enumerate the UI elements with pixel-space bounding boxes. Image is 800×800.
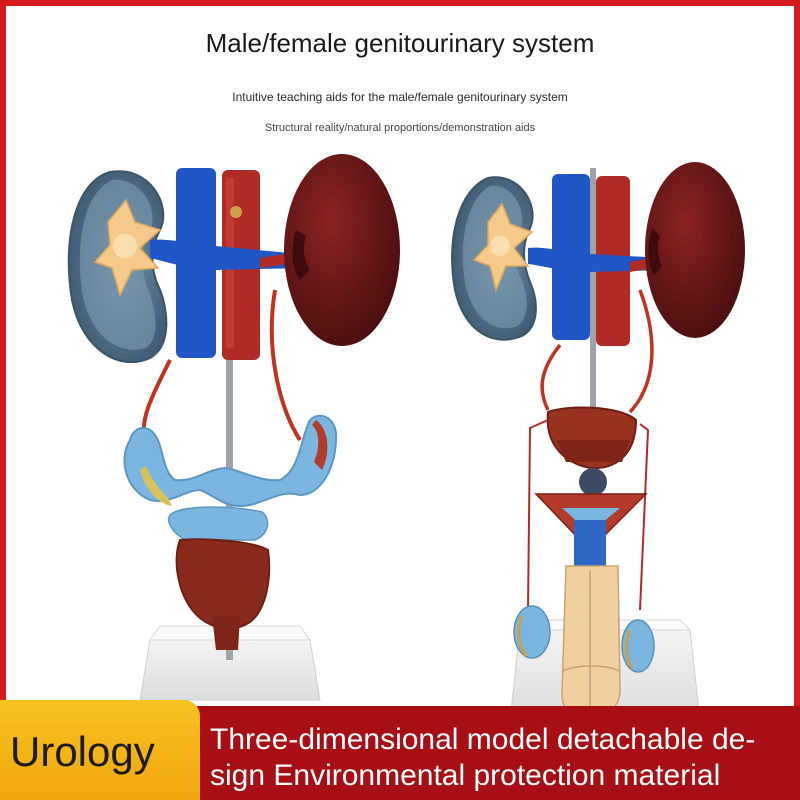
female-red-kidney	[284, 154, 400, 346]
male-right-ureter	[628, 289, 654, 414]
male-bladder	[546, 406, 638, 496]
male-left-vas-deferens	[527, 419, 549, 611]
female-cut-kidney	[67, 170, 168, 364]
tagline: Structural reality/natural proportions/d…	[264, 122, 536, 134]
category-badge	[0, 700, 200, 800]
feature-description: Three-dimensional model detachable de-si…	[210, 723, 756, 792]
male-left-ureter	[540, 343, 562, 411]
category-badge-label: Urology	[10, 728, 155, 775]
male-cut-kidney	[451, 176, 537, 341]
male-vessels	[528, 174, 666, 346]
female-vessels	[150, 168, 304, 360]
subtitle: Intuitive teaching aids for the male/fem…	[232, 90, 568, 104]
male-prostate	[534, 493, 648, 568]
male-stand-rod	[590, 168, 596, 498]
male-red-kidney	[645, 162, 745, 338]
female-model	[67, 154, 400, 701]
page-title: Male/female genitourinary system	[205, 28, 595, 58]
male-penis	[561, 565, 621, 723]
male-model	[451, 162, 745, 723]
female-reproductive-organs	[123, 414, 338, 541]
female-bladder	[175, 538, 271, 630]
male-right-vas-deferens	[639, 423, 650, 611]
female-urethra	[212, 616, 240, 650]
male-left-testis	[513, 605, 551, 659]
female-right-ureter	[269, 289, 302, 442]
